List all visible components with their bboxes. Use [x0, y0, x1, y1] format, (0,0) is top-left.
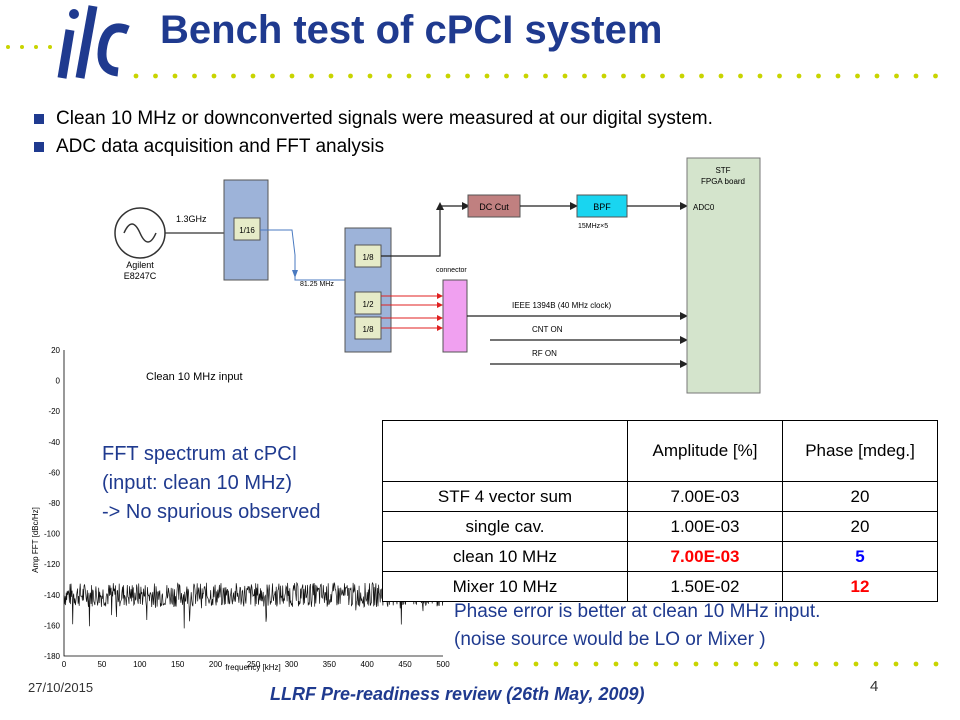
divider-3-label: 1/2 — [362, 300, 374, 309]
bullet-square-icon — [34, 142, 44, 152]
bpf-label: BPF — [593, 202, 611, 212]
x-tick-label: 200 — [209, 660, 223, 669]
fft-note: FFT spectrum at cPCI (input: clean 10 MH… — [102, 440, 320, 527]
footer-date: 27/10/2015 — [28, 680, 94, 695]
x-tick-label: 400 — [361, 660, 375, 669]
table-row: clean 10 MHz 7.00E-03 5 — [382, 541, 938, 572]
table-cell: 20 — [782, 481, 938, 512]
table-cell-highlight: 7.00E-03 — [627, 541, 783, 572]
footer-divider — [493, 661, 939, 667]
x-tick-label: 150 — [171, 660, 185, 669]
bullet-square-icon — [34, 114, 44, 124]
table-cell: STF 4 vector sum — [382, 481, 628, 512]
x-tick-label: 50 — [97, 660, 106, 669]
x-tick-label: 350 — [323, 660, 337, 669]
ilc-logo: ilc — [6, 5, 130, 79]
footer-title: LLRF Pre-readiness review (26th May, 200… — [270, 684, 645, 704]
connector-block — [442, 279, 468, 353]
phase-note-line: (noise source would be LO or Mixer ) — [454, 629, 766, 650]
y-tick-label: -40 — [48, 438, 60, 447]
bullet-item: ADC data acquisition and FFT analysis — [34, 133, 713, 161]
chart-title: Clean 10 MHz input — [146, 371, 243, 383]
source-model: E8247C — [124, 271, 157, 281]
divider-1-label: 1/16 — [239, 226, 255, 235]
table-cell-highlight: 12 — [782, 571, 938, 602]
table-row: single cav. 1.00E-03 20 — [382, 511, 938, 542]
page-number: 4 — [870, 678, 879, 695]
table-header-cell: Phase [mdeg.] — [782, 420, 938, 482]
phase-note: Phase error is better at clean 10 MHz in… — [454, 598, 820, 654]
fft-note-line: FFT spectrum at cPCI — [102, 443, 298, 465]
signal-source-icon — [114, 207, 166, 259]
board-line1: STF — [715, 166, 730, 175]
freq-mid-label: 81.25 MHz — [300, 281, 334, 288]
x-tick-label: 450 — [398, 660, 412, 669]
x-tick-label: 300 — [285, 660, 299, 669]
x-tick-label: 0 — [62, 660, 67, 669]
freq-in-label: 1.3GHz — [176, 214, 207, 224]
y-tick-label: -60 — [48, 468, 60, 477]
y-tick-label: 20 — [51, 346, 60, 355]
table-cell: 1.50E-02 — [627, 571, 783, 602]
bullet-text: Clean 10 MHz or downconverted signals we… — [56, 108, 713, 129]
chart-xlabel: frequency [kHz] — [225, 663, 281, 672]
y-tick-label: -20 — [48, 407, 60, 416]
fft-note-line: (input: clean 10 MHz) — [102, 472, 293, 494]
table-cell: 1.00E-03 — [627, 511, 783, 542]
phase-note-line: Phase error is better at clean 10 MHz in… — [454, 601, 821, 622]
fft-chart: Clean 10 MHz input Amp FFT [dBc/Hz] freq… — [31, 346, 450, 672]
y-tick-label: -140 — [44, 591, 61, 600]
bullet-list: Clean 10 MHz or downconverted signals we… — [34, 105, 713, 161]
source-label: Agilent — [126, 260, 154, 270]
table-header-row: Amplitude [%] Phase [mdeg.] — [382, 420, 938, 482]
table-cell: Mixer 10 MHz — [382, 571, 628, 602]
y-tick-label: -180 — [44, 652, 61, 661]
title-divider — [133, 73, 938, 79]
ieee-label: IEEE 1394B (40 MHz clock) — [512, 301, 611, 310]
block-diagram: Agilent E8247C 1.3GHz 1/16 81.25 MHz 1/8… — [114, 157, 761, 394]
x-tick-label: 100 — [133, 660, 147, 669]
fpga-board — [686, 157, 761, 394]
page-title: Bench test of cPCI system — [160, 8, 663, 52]
table-cell-highlight: 5 — [782, 541, 938, 572]
y-tick-label: -160 — [44, 621, 61, 630]
divider-4-label: 1/8 — [362, 325, 374, 334]
table-header-cell: Amplitude [%] — [627, 420, 783, 482]
table-cell: single cav. — [382, 511, 628, 542]
cnt-label: CNT ON — [532, 325, 563, 334]
fft-note-line: -> No spurious observed — [102, 501, 321, 523]
results-table: Amplitude [%] Phase [mdeg.] STF 4 vector… — [382, 420, 938, 602]
y-tick-label: -80 — [48, 499, 60, 508]
fft-trace — [63, 581, 444, 629]
table-cell: 7.00E-03 — [627, 481, 783, 512]
table-cell: clean 10 MHz — [382, 541, 628, 572]
table-cell: 20 — [782, 511, 938, 542]
chart-ylabel: Amp FFT [dBc/Hz] — [31, 507, 40, 573]
x-tick-label: 500 — [436, 660, 450, 669]
table-row: STF 4 vector sum 7.00E-03 20 — [382, 481, 938, 512]
divider-2-label: 1/8 — [362, 253, 374, 262]
table-row: Mixer 10 MHz 1.50E-02 12 — [382, 571, 938, 602]
y-tick-label: 0 — [56, 377, 61, 386]
x-tick-label: 250 — [247, 660, 261, 669]
y-tick-label: -100 — [44, 530, 61, 539]
rf-label: RF ON — [532, 349, 557, 358]
board-line2: FPGA board — [701, 177, 745, 186]
adc-label: ADC0 — [693, 203, 715, 212]
bullet-item: Clean 10 MHz or downconverted signals we… — [34, 105, 713, 133]
bpf-spec-label: 15MHz×5 — [578, 223, 608, 230]
y-tick-label: -120 — [44, 560, 61, 569]
chart-axis — [63, 350, 443, 657]
connector-label: connector — [436, 267, 467, 274]
table-header-cell — [382, 420, 628, 482]
dc-cut-label: DC Cut — [479, 202, 509, 212]
bullet-text: ADC data acquisition and FFT analysis — [56, 136, 385, 157]
